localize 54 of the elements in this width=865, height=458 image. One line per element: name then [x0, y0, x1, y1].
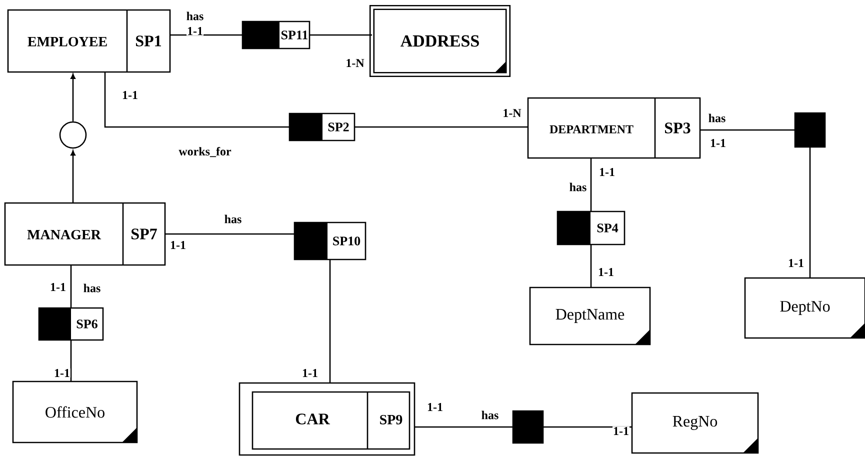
- cardinality-label: 1-1: [170, 240, 186, 250]
- edge-label: has: [707, 112, 727, 124]
- relationship-box: SP10: [294, 222, 366, 260]
- entity-box: MANAGER SP7: [4, 202, 166, 266]
- filled-square: [794, 112, 826, 148]
- cardinality-label: 1-1: [788, 258, 804, 268]
- cardinality-label: 1-1: [122, 90, 138, 100]
- cardinality-label: 1-N: [345, 58, 365, 68]
- cardinality-label: 1-1: [598, 168, 616, 176]
- cardinality-label: 1-1: [186, 26, 204, 36]
- edge-label: has: [223, 214, 243, 224]
- cardinality-label: 1-1: [50, 282, 66, 292]
- connector: [70, 340, 72, 382]
- cardinality-label: 1-N: [502, 108, 522, 118]
- relationship-box: SP2: [288, 112, 356, 142]
- connector: [104, 72, 290, 128]
- entity-box: CAR SP9: [238, 382, 416, 456]
- entity-box: DEPARTMENT SP3: [527, 97, 701, 159]
- cardinality-label: 1-1: [302, 368, 318, 378]
- entity-box: EMPLOYEE SP1: [7, 9, 171, 73]
- connector: [590, 158, 592, 212]
- attribute-box: ADDRESS: [369, 4, 511, 78]
- attribute-box: DeptName: [529, 286, 651, 346]
- cardinality-label: 1-1: [710, 138, 726, 148]
- cardinality-label: 1-1: [598, 268, 614, 276]
- attribute-box: OfficeNo: [12, 380, 138, 444]
- edge-label: has: [82, 282, 102, 294]
- cardinality-label: 1-1: [54, 368, 70, 378]
- edge-label: has: [480, 410, 500, 420]
- circle: [59, 121, 87, 149]
- connector: [700, 129, 795, 131]
- connector: [809, 147, 811, 278]
- connector: [70, 265, 72, 308]
- connector: [329, 260, 331, 383]
- connector: [170, 34, 242, 36]
- connector: [310, 34, 372, 36]
- connector: [70, 150, 76, 203]
- filled-square: [512, 410, 544, 444]
- connector: [590, 244, 592, 288]
- edge-label: has: [185, 10, 205, 22]
- connector: [543, 426, 632, 428]
- cardinality-label: 1-1: [612, 426, 630, 436]
- relationship-box: SP11: [242, 20, 310, 50]
- connector: [165, 233, 294, 235]
- cardinality-label: 1-1: [426, 402, 444, 412]
- attribute-box: RegNo: [631, 392, 759, 454]
- edge-label: has: [568, 182, 588, 192]
- connector: [70, 74, 76, 122]
- relationship-box: SP6: [38, 307, 104, 341]
- attribute-box: DeptNo: [744, 277, 865, 339]
- relationship-box: SP4: [556, 210, 626, 246]
- edge-label: works_for: [178, 146, 232, 158]
- connector: [354, 126, 528, 128]
- connector: [414, 426, 513, 428]
